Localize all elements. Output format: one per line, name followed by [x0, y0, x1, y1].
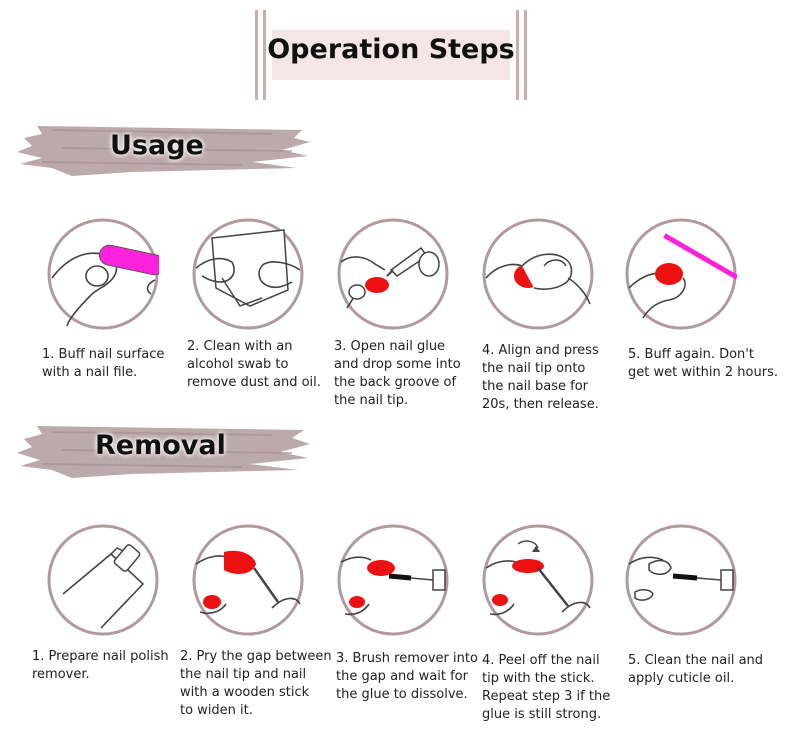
removal-step-2-text: 2. Pry the gap between the nail tip and … [180, 649, 332, 718]
buff-nail-file-icon [47, 218, 159, 330]
title-background [272, 30, 510, 80]
usage-step-3-text: 3. Open nail glue and drop some into the… [334, 339, 461, 408]
removal-step-4-text: 4. Peel off the nail tip with the stick.… [482, 653, 611, 722]
cuticle-oil-icon [625, 524, 737, 636]
usage-step-4-text: 4. Align and press the nail tip onto the… [482, 343, 599, 412]
pry-wooden-stick-icon [192, 524, 304, 636]
title-right-bar-inner [516, 10, 519, 100]
title-left-bar [255, 10, 258, 100]
title-right-bar [524, 10, 527, 100]
removal-label: Removal [95, 430, 226, 461]
removal-step-5-text: 5. Clean the nail and apply cuticle oil. [628, 653, 764, 686]
page-title: Operation Steps [267, 34, 515, 65]
usage-step-1-text: 1. Buff nail surface with a nail file. [42, 347, 165, 380]
removal-step-1-text: 1. Prepare nail polish remover. [32, 649, 169, 682]
usage-step-2-text: 2. Clean with an alcohol swab to remove … [187, 339, 321, 390]
buff-again-icon [625, 218, 737, 330]
usage-label: Usage [110, 130, 204, 161]
press-nail-tip-icon [482, 218, 594, 330]
brush-remover-icon [337, 524, 449, 636]
peel-nail-tip-icon [482, 524, 594, 636]
title-left-bar-inner [263, 10, 266, 100]
nail-glue-drop-icon [337, 218, 449, 330]
usage-step-5-text: 5. Buff again. Don't get wet within 2 ho… [628, 347, 778, 380]
removal-brush-stroke [17, 426, 310, 478]
alcohol-swab-icon [192, 218, 304, 330]
title-banner: Operation Steps [255, 10, 527, 100]
usage-brush-stroke [17, 126, 310, 176]
polish-remover-bottle-icon [47, 524, 159, 636]
removal-step-3-text: 3. Brush remover into the gap and wait f… [336, 651, 478, 702]
